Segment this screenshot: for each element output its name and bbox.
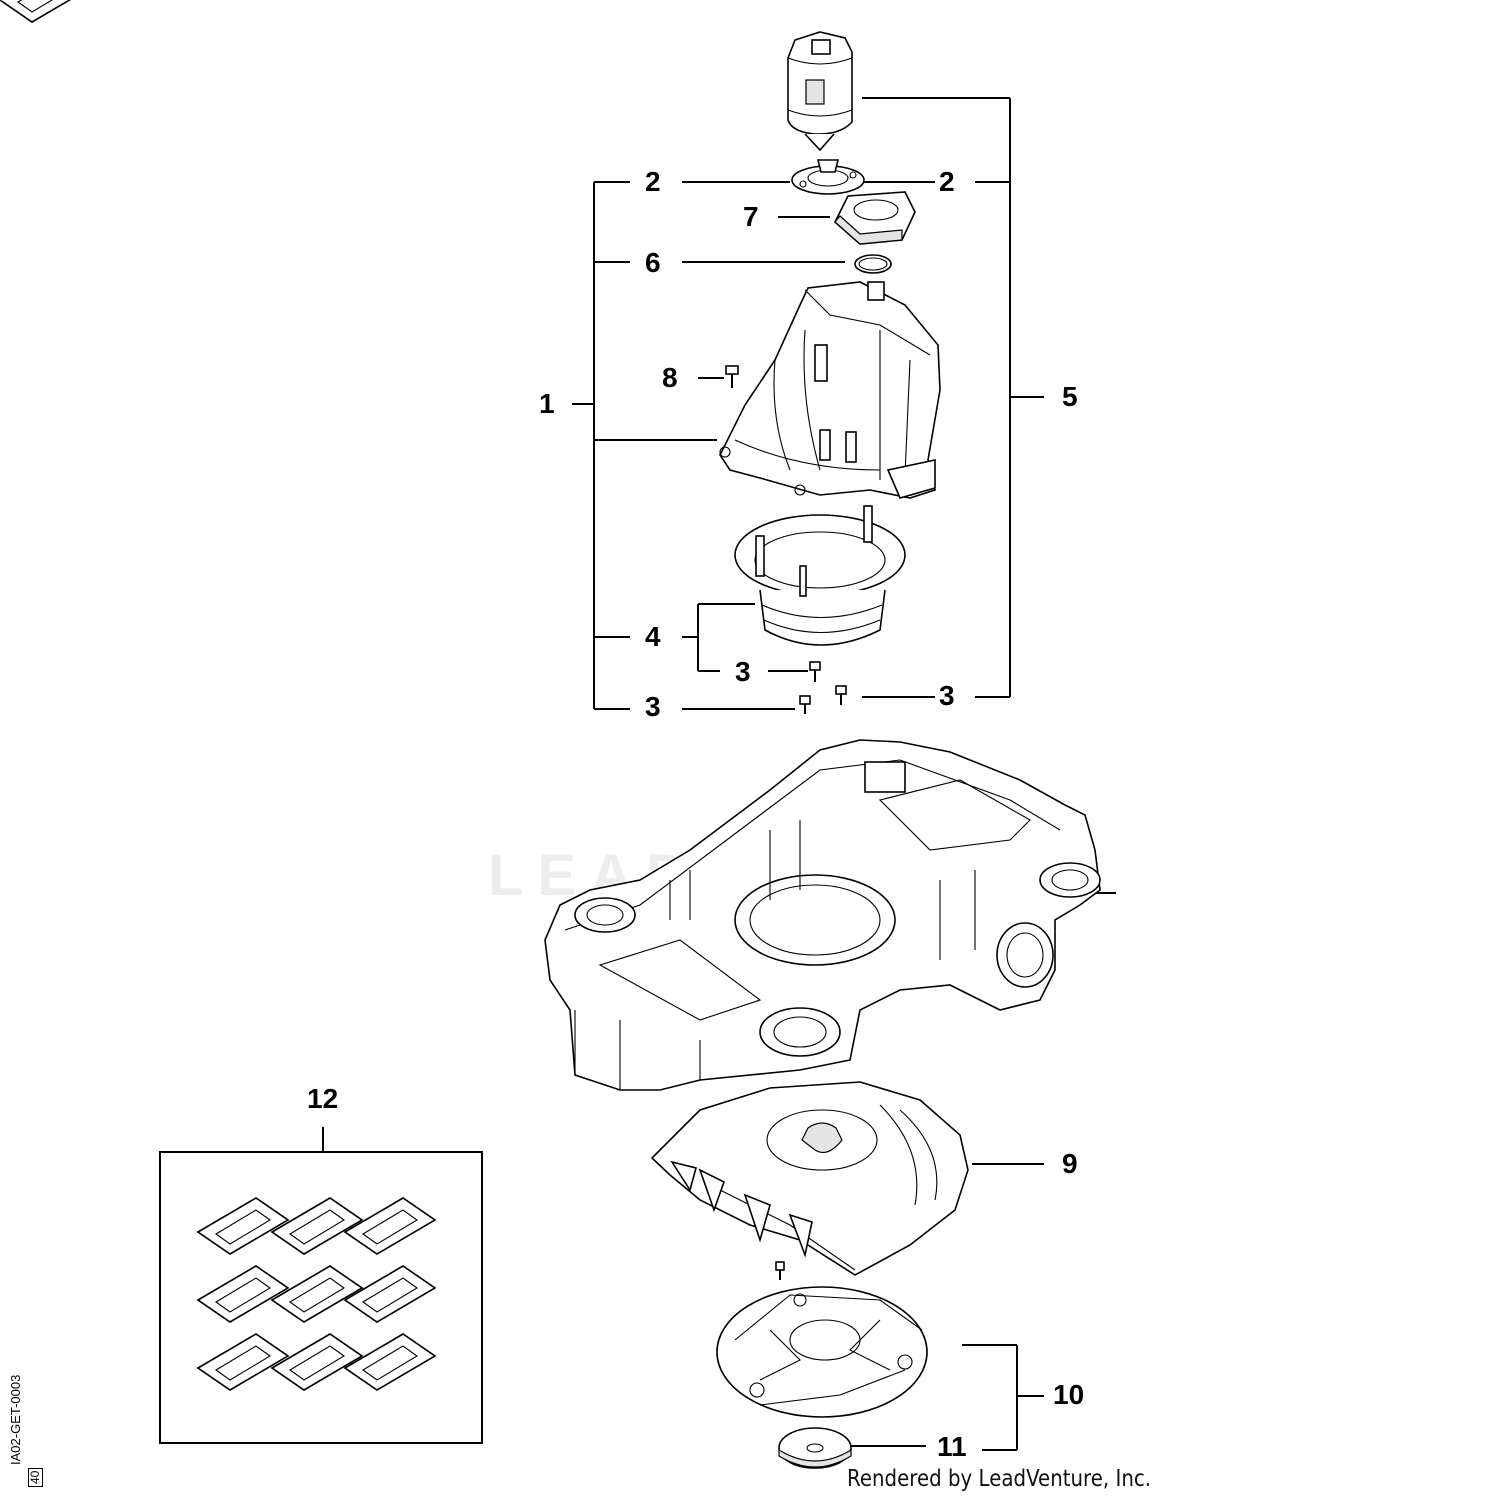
credit-text: Rendered by LeadVenture, Inc. — [847, 1466, 1152, 1492]
o-ring-part — [854, 254, 892, 274]
chassis-housing-part — [544, 739, 1101, 1091]
callout-2-right: 2 — [939, 166, 955, 197]
screw-part-8 — [725, 365, 739, 388]
callout-12: 12 — [307, 1083, 339, 1114]
flange-plate-part — [791, 159, 865, 195]
disc-screw — [775, 1261, 785, 1280]
callout-3-c: 3 — [645, 691, 661, 722]
cap-part — [834, 191, 916, 245]
callout-7: 7 — [743, 201, 759, 232]
screws-part-3 — [799, 661, 847, 714]
blade-kit-box — [159, 1151, 483, 1444]
callout-4: 4 — [645, 621, 661, 652]
callout-1: 1 — [539, 388, 555, 419]
revision-box: 40 — [28, 1467, 43, 1487]
document-id: IA02-GET-0003 — [8, 1374, 23, 1465]
bracket-lines — [322, 97, 1116, 1451]
callout-9: 9 — [1062, 1148, 1078, 1179]
callout-3-b: 3 — [939, 680, 955, 711]
callout-8: 8 — [662, 362, 678, 393]
motor-housing-part — [719, 281, 941, 499]
callout-10: 10 — [1053, 1379, 1085, 1410]
blade-cover-part — [650, 1081, 969, 1276]
callout-2-left: 2 — [645, 166, 661, 197]
blade-kit-blades — [0, 0, 436, 1391]
motor-part — [787, 31, 853, 152]
callout-11: 11 — [937, 1431, 967, 1462]
blade-disc-part — [716, 1286, 928, 1418]
bellows-ring-part — [734, 505, 906, 646]
callout-3-a: 3 — [735, 656, 751, 687]
callout-5: 5 — [1062, 381, 1078, 412]
hub-part — [778, 1427, 852, 1469]
callout-6: 6 — [645, 247, 661, 278]
